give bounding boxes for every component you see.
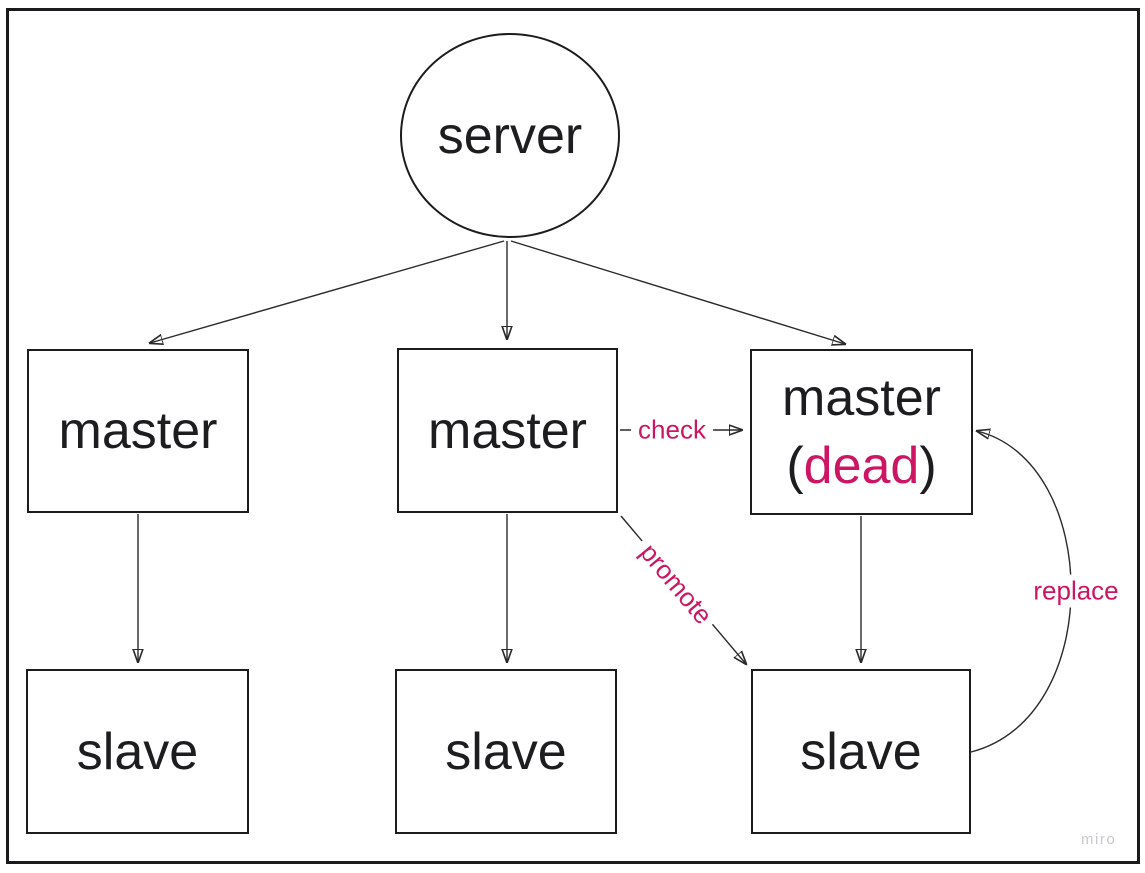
node-master-dead-line1: master [782, 369, 941, 427]
dead-text: dead [803, 437, 920, 495]
node-slave-middle-label: slave [445, 722, 567, 781]
node-master-middle-label: master [428, 401, 587, 460]
outer-border [6, 8, 1140, 864]
node-server: server [400, 33, 620, 238]
node-master-dead: master (dead) [750, 349, 973, 515]
paren-close: ) [919, 437, 937, 495]
node-master-left-label: master [58, 402, 218, 460]
node-slave-right: slave [751, 669, 971, 834]
edge-label-replace: replace [1026, 574, 1126, 608]
node-master-middle: master [397, 348, 618, 513]
node-server-label: server [437, 106, 583, 165]
node-slave-left-label: slave [76, 722, 199, 781]
edge-server-to-master-left [150, 240, 505, 343]
node-master-dead-line2: (dead) [786, 432, 936, 500]
miro-watermark: miro [1081, 831, 1117, 848]
node-slave-right-label: slave [800, 722, 922, 781]
node-slave-middle: slave [395, 669, 617, 834]
node-master-left: master [27, 349, 249, 513]
edge-server-to-master-dead [510, 240, 845, 344]
paren-open: ( [786, 437, 804, 495]
node-slave-left: slave [26, 669, 249, 834]
edge-label-check: check [631, 413, 713, 447]
